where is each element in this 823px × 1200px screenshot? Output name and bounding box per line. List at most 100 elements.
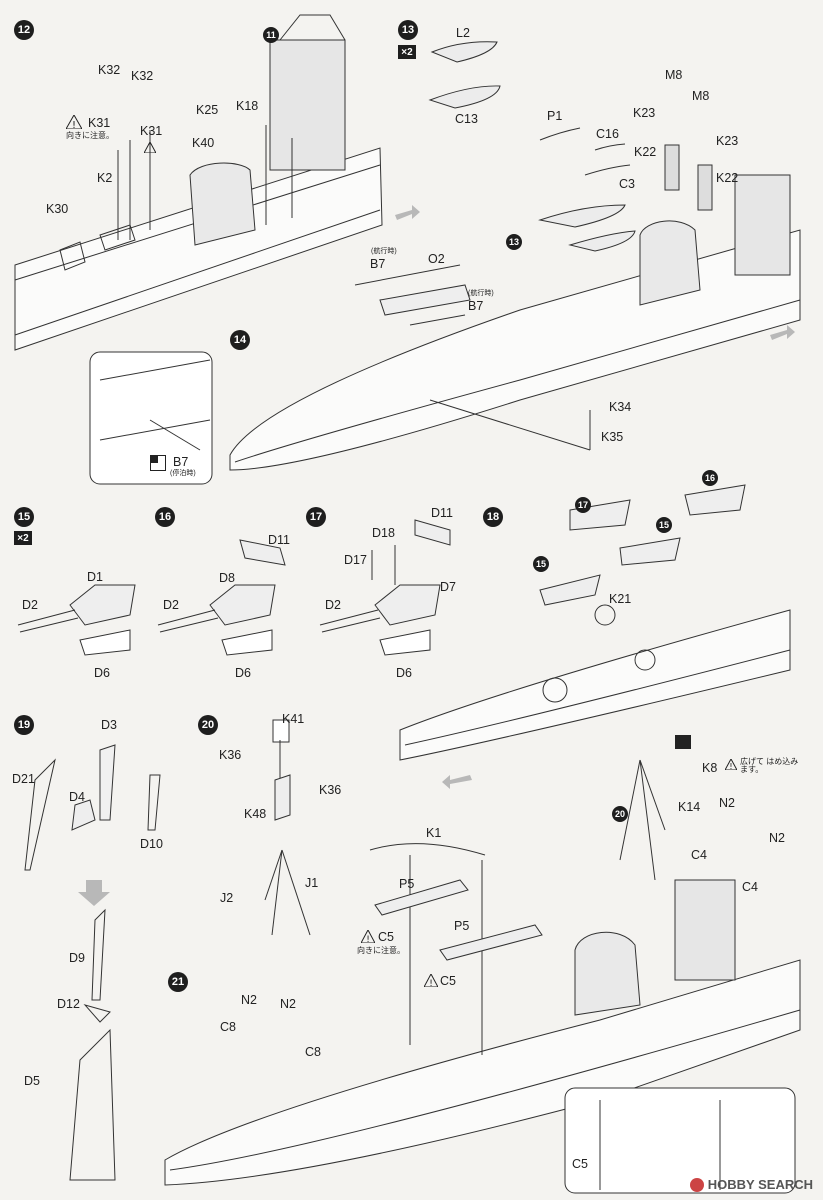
step-badge-17: 17 [306,507,326,527]
part-label: J1 [305,876,319,890]
note-anchored: (停泊時) [170,470,196,477]
part-label: M8 [692,89,710,103]
part-label: D17 [344,553,367,567]
part-label: C3 [619,177,635,191]
part-label: K48 [244,807,267,821]
part-label: P1 [547,109,563,123]
part-label: K2 [97,171,113,185]
step18-hull-drawing [399,484,791,761]
subassembly-ref-20: 20 [612,806,628,822]
watermark: HOBBY SEARCH [689,1177,813,1192]
step-number: 21 [171,976,185,988]
note-underway: (航行時) [371,248,397,255]
watermark-text: HOBBY SEARCH [707,1177,813,1192]
svg-text:!: ! [72,120,76,129]
step14-hull-drawing [89,174,801,485]
part-label: D6 [235,666,251,680]
part-label: C8 [220,1020,236,1034]
step-number: 18 [486,511,500,523]
watermark-logo-icon [689,1177,704,1192]
step-badge-20: 20 [198,715,218,735]
part-label: D2 [163,598,179,612]
part-label: K14 [678,800,701,814]
note-underway: (航行時) [468,290,494,297]
step19-mast-drawing [24,744,161,1181]
step-number: 16 [158,511,172,523]
svg-text:!: ! [366,935,370,943]
svg-text:!: ! [148,145,151,153]
part-label: D6 [94,666,110,680]
part-label: D1 [87,570,103,584]
part-label: D11 [268,533,291,547]
svg-text:!: ! [729,762,732,770]
anchored-symbol-icon [150,455,166,471]
ref-number: 13 [508,237,519,247]
part-label: K31 [140,124,163,138]
part-label: C5 [440,974,456,988]
part-label: K22 [634,145,657,159]
caution-note: 向きに注意。 [66,131,114,140]
part-label: K1 [426,826,442,840]
part-label: C13 [455,112,478,126]
part-label: K25 [196,103,219,117]
ref-number: 15 [535,559,546,569]
part-label: D9 [69,951,85,965]
part-label: P5 [399,877,415,891]
bend-symbol-icon [675,735,691,749]
caution-note: 向きに注意。 [357,946,405,955]
step-badge-15: 15 [14,507,34,527]
part-label: C4 [742,880,758,894]
step-number: 20 [201,719,215,731]
part-label: D3 [101,718,117,732]
step12-hull-drawing [14,14,383,351]
step-number: 15 [17,511,31,523]
part-label: D12 [57,997,80,1011]
part-label: P5 [454,919,470,933]
part-label: K18 [236,99,259,113]
subassembly-ref-17: 17 [575,497,591,513]
step21-hull-drawing [164,843,801,1194]
part-label: D2 [325,598,341,612]
part-label: K30 [46,202,69,216]
part-label: K32 [131,69,154,83]
part-label: D7 [440,580,456,594]
step-badge-19: 19 [14,715,34,735]
part-label: K21 [609,592,632,606]
ref-number: 16 [704,473,715,483]
caution-icon: ! [724,757,738,775]
turret-drawings [17,519,451,656]
subassembly-ref-15: 15 [533,556,549,572]
part-label: K23 [633,106,656,120]
part-label: B7 [468,299,484,313]
direction-arrows [78,205,795,906]
part-label: K36 [319,783,342,797]
caution-icon: ! [360,928,376,948]
part-label: K8 [702,761,718,775]
part-label: D2 [22,598,38,612]
part-label: M8 [665,68,683,82]
step-badge-13: 13 [398,20,418,40]
step-badge-16: 16 [155,507,175,527]
part-label: O2 [428,252,445,266]
step-badge-18: 18 [483,507,503,527]
subassembly-ref-15: 15 [656,517,672,533]
part-label: N2 [241,993,257,1007]
ref-number: 11 [266,30,276,40]
part-label: B7 [173,455,189,469]
ref-number: 20 [614,809,625,819]
step13-boats-drawing [428,41,713,252]
step-badge-21: 21 [168,972,188,992]
subassembly-ref-13: 13 [506,234,522,250]
part-label: K31 [88,116,111,130]
caution-icon: ! [143,140,157,158]
part-label: D18 [372,526,395,540]
part-label: D21 [12,772,35,786]
step-number: 14 [233,334,247,346]
caution-note: 広げて はめ込みます。 [740,757,799,774]
part-label: N2 [280,997,296,1011]
ref-number: 17 [577,500,588,510]
svg-text:!: ! [429,979,433,987]
part-label: D11 [431,506,454,520]
part-label: C8 [305,1045,321,1059]
